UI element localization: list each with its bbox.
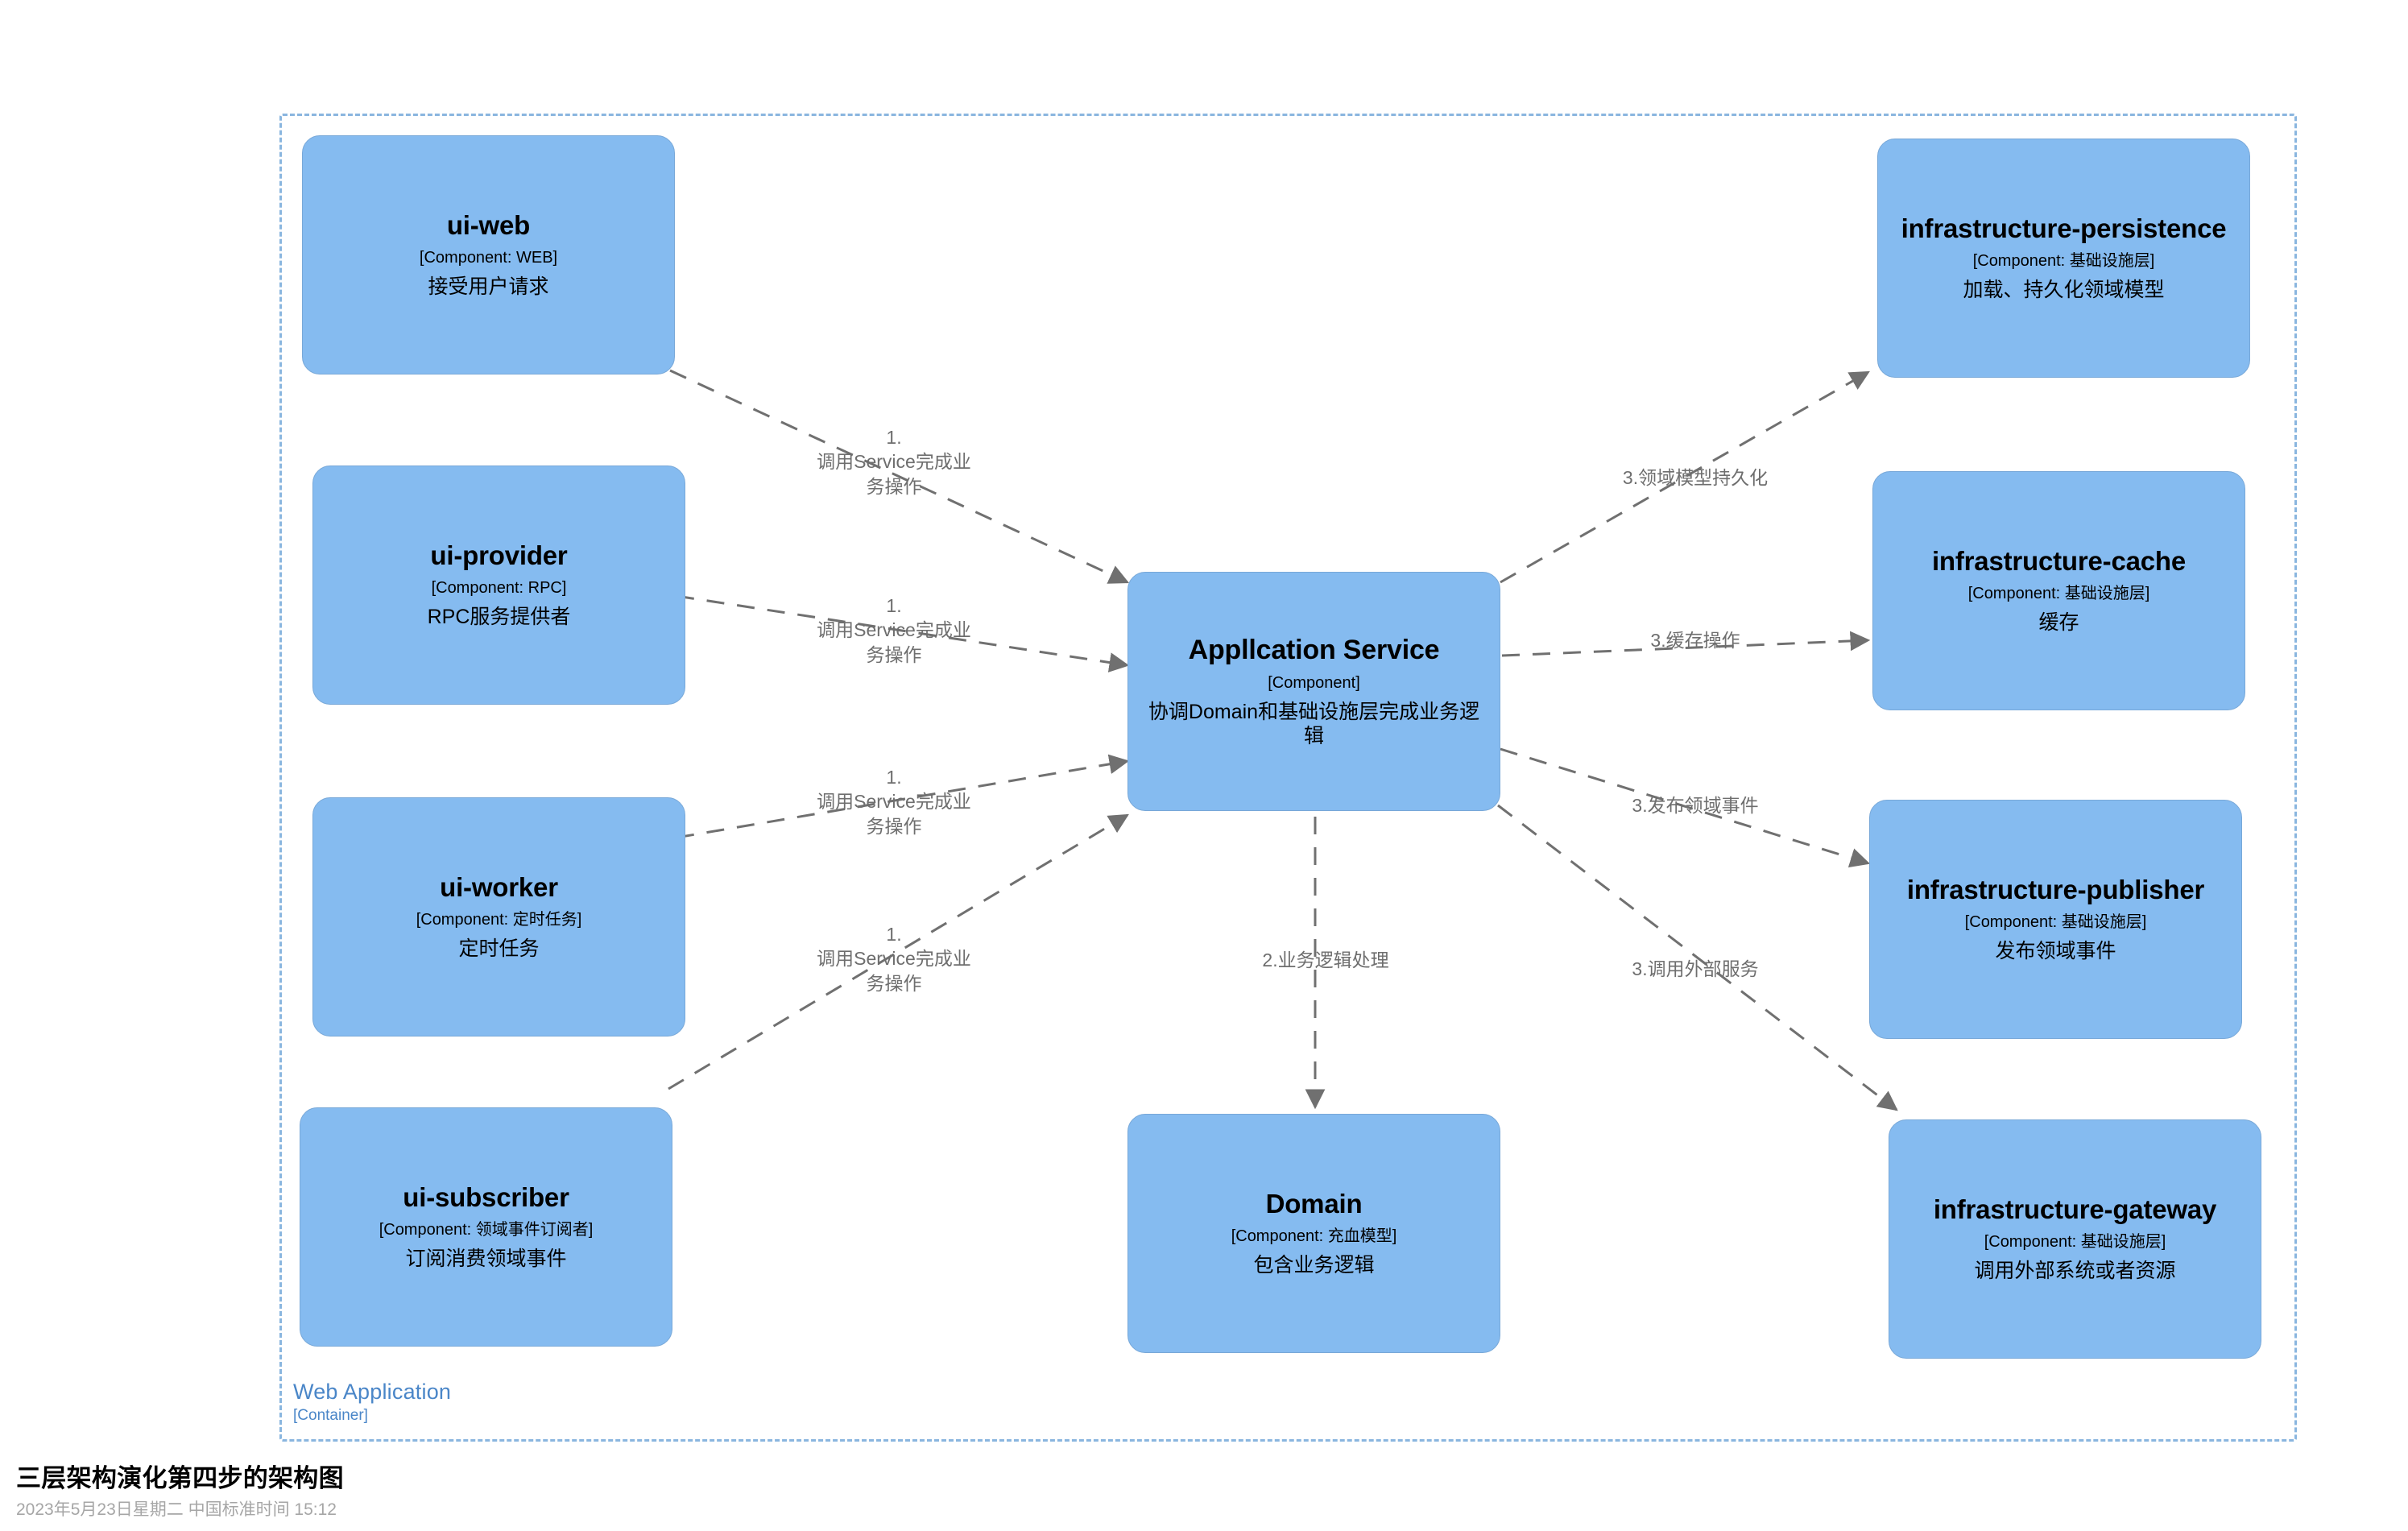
container-name: Web Application	[293, 1380, 452, 1404]
edge-ui-subscriber-to-app-service	[668, 813, 1129, 1090]
edge-ui-worker-to-app-service	[676, 754, 1130, 839]
node-title: ui-web	[446, 210, 531, 241]
edge-app-service-to-publisher	[1500, 747, 1871, 868]
node-description: 加载、持久化领域模型	[1963, 278, 2165, 301]
node-type: [Component: 基础设施层]	[1984, 1232, 2166, 1251]
node-ui-web[interactable]: ui-web [Component: WEB] 接受用户请求	[302, 135, 675, 374]
node-title: ui-subscriber	[403, 1182, 569, 1213]
node-ui-subscriber[interactable]: ui-subscriber [Component: 领域事件订阅者] 订阅消费领…	[300, 1107, 672, 1347]
node-description: 缓存	[2038, 610, 2079, 634]
node-type: [Component: 定时任务]	[416, 910, 582, 929]
node-application-service[interactable]: Appllcation Service [Component] 协调Domain…	[1127, 572, 1500, 811]
node-infrastructure-gateway[interactable]: infrastructure-gateway [Component: 基础设施层…	[1889, 1119, 2261, 1359]
node-infrastructure-publisher[interactable]: infrastructure-publisher [Component: 基础设…	[1869, 800, 2242, 1039]
node-title: Appllcation Service	[1188, 635, 1440, 666]
node-type: [Component: 基础设施层]	[1972, 251, 2155, 270]
node-description: 订阅消费领域事件	[405, 1247, 567, 1270]
edge-ui-web-to-app-service	[669, 369, 1130, 584]
caption-title: 三层架构演化第四步的架构图	[16, 1464, 344, 1492]
node-type: [Component: 基础设施层]	[1967, 584, 2150, 602]
node-infrastructure-cache[interactable]: infrastructure-cache [Component: 基础设施层] …	[1872, 471, 2245, 710]
edge-app-service-to-persistence	[1500, 370, 1870, 584]
node-description: 发布领域事件	[1995, 939, 2116, 962]
node-description: 定时任务	[458, 937, 540, 960]
node-title: ui-worker	[440, 872, 558, 903]
node-description: 调用外部系统或者资源	[1974, 1259, 2176, 1282]
node-infrastructure-persistence[interactable]: infrastructure-persistence [Component: 基…	[1877, 139, 2250, 378]
node-title: infrastructure-gateway	[1933, 1194, 2217, 1225]
edge-app-service-to-gateway	[1497, 804, 1898, 1111]
node-type: [Component: 领域事件订阅者]	[379, 1220, 594, 1239]
node-description: 包含业务逻辑	[1253, 1253, 1375, 1277]
node-domain[interactable]: Domain [Component: 充血模型] 包含业务逻辑	[1127, 1114, 1500, 1353]
node-type: [Component: 充血模型]	[1231, 1227, 1397, 1245]
node-ui-provider[interactable]: ui-provider [Component: RPC] RPC服务提供者	[312, 466, 685, 705]
node-title: infrastructure-cache	[1931, 546, 2187, 577]
node-description: 协调Domain和基础设施层完成业务逻辑	[1148, 700, 1480, 747]
node-type: [Component]	[1268, 673, 1360, 692]
node-title: ui-provider	[430, 540, 568, 571]
node-type: [Component: 基础设施层]	[1964, 912, 2147, 931]
node-title: infrastructure-publisher	[1906, 875, 2205, 905]
container-boundary-web-application	[279, 114, 2297, 1442]
node-type: [Component: WEB]	[419, 248, 558, 267]
diagram-caption: 三层架构演化第四步的架构图 2023年5月23日星期二 中国标准时间 15:12	[16, 1463, 344, 1521]
container-type: [Container]	[293, 1407, 368, 1425]
node-type: [Component: RPC]	[431, 578, 567, 597]
node-description: RPC服务提供者	[427, 605, 571, 628]
node-title: infrastructure-persistence	[1901, 213, 2227, 244]
node-ui-worker[interactable]: ui-worker [Component: 定时任务] 定时任务	[312, 797, 685, 1037]
edge-ui-provider-to-app-service	[676, 594, 1130, 672]
node-description: 接受用户请求	[428, 275, 549, 298]
caption-timestamp: 2023年5月23日星期二 中国标准时间 15:12	[16, 1500, 337, 1520]
node-title: Domain	[1265, 1189, 1363, 1219]
edge-app-service-to-cache	[1501, 631, 1871, 657]
container-label: Web Application [Container]	[293, 1380, 451, 1425]
